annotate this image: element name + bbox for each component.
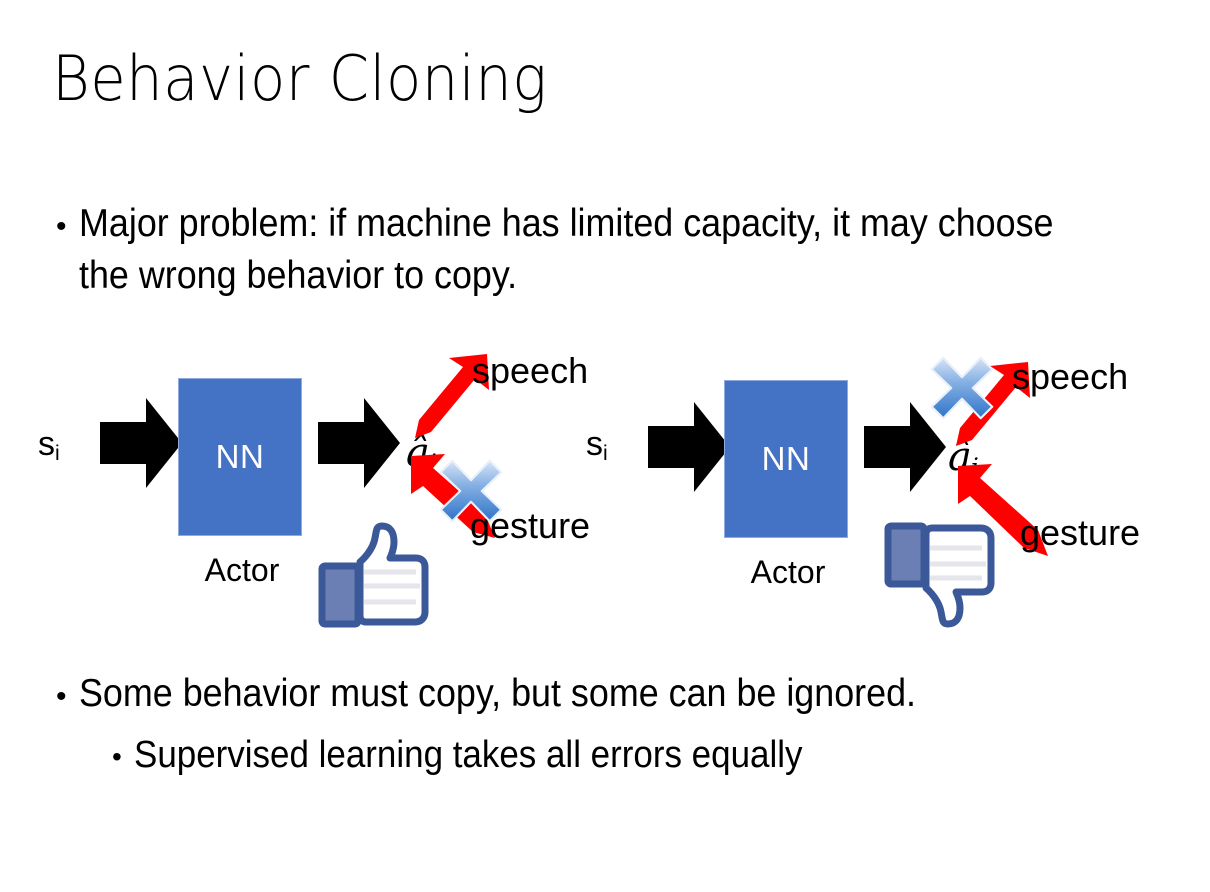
state-symbol: s — [586, 425, 603, 463]
output-label-speech-right: speech — [1012, 356, 1129, 397]
bullet-bottom-level1: • Some behavior must copy, but some can … — [56, 668, 1176, 720]
output-arrow-right — [864, 400, 946, 494]
state-subscript: i — [55, 442, 60, 466]
cross-out-icon-speech-right — [926, 352, 998, 424]
state-label-right: si — [586, 425, 608, 466]
red-arrow-gesture-left — [405, 450, 497, 546]
bullet-top-text: Major problem: if machine has limited ca… — [78, 202, 1063, 297]
diagram-left: si NN Actor âi speech — [0, 330, 600, 630]
nn-box-left: NN — [178, 378, 302, 536]
input-arrow-right — [648, 400, 730, 494]
thumbs-up-icon-left — [312, 520, 432, 628]
output-label-gesture-right: gesture — [1020, 512, 1141, 553]
bullet-marker-icon: • — [56, 210, 67, 243]
cross-out-icon-gesture-left — [435, 455, 507, 527]
red-arrow-speech-left — [409, 350, 495, 442]
output-label-speech-left: speech — [472, 350, 589, 391]
input-arrow-left — [100, 396, 182, 490]
bullet-top: • Major problem: if machine has limited … — [56, 198, 1166, 302]
bullet-marker-icon: • — [112, 741, 122, 772]
bullet-marker-icon: • — [56, 680, 67, 713]
page-title: Behavior Cloning — [52, 42, 548, 115]
thumbs-down-icon-right — [878, 522, 998, 630]
nn-box-right: NN — [724, 380, 848, 538]
nn-label-left: NN — [215, 438, 265, 475]
state-subscript: i — [603, 442, 608, 466]
bullet-bottom-level2: • Supervised learning takes all errors e… — [112, 730, 1192, 781]
diagram-right: si NN Actor âi speech — [548, 330, 1148, 630]
output-arrow-left — [318, 396, 400, 490]
red-arrow-speech-right — [950, 358, 1036, 450]
bullet-bottom-level1-text: Some behavior must copy, but some can be… — [78, 672, 916, 715]
state-label-left: si — [38, 425, 60, 466]
actor-label-left: Actor — [204, 552, 280, 588]
actor-label-right: Actor — [750, 554, 826, 590]
bullet-bottom-level2-text: Supervised learning takes all errors equ… — [133, 734, 803, 776]
nn-label-right: NN — [761, 440, 811, 477]
state-symbol: s — [38, 425, 55, 463]
red-arrow-gesture-right — [952, 460, 1050, 564]
